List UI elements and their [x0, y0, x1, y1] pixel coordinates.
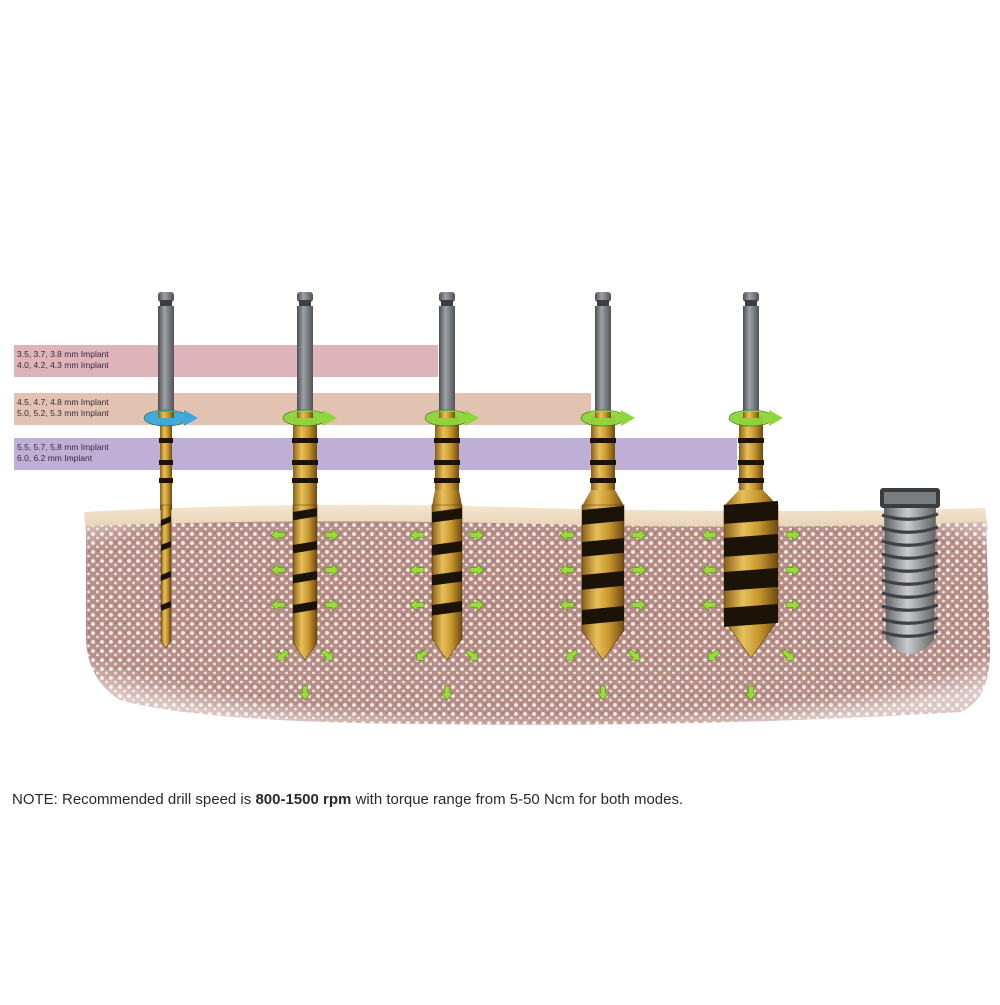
- band-label-line: 5.0, 5.2, 5.3 mm Implant: [17, 408, 109, 418]
- drill-4: [559, 292, 647, 701]
- pressure-arrow: [785, 598, 801, 612]
- green-stopper-icon: [728, 409, 783, 427]
- band-label-line: 4.5, 4.7, 4.8 mm Implant: [17, 397, 109, 407]
- drill-neck: [582, 416, 624, 510]
- green-stopper-icon: [580, 409, 635, 427]
- drill-cutting-body: [581, 504, 625, 661]
- drill-neck: [292, 416, 318, 510]
- pressure-arrow: [781, 648, 795, 661]
- pressure-arrow: [469, 598, 485, 612]
- pressure-arrow: [415, 648, 429, 661]
- pressure-arrow: [701, 598, 717, 612]
- note-suffix: with torque range from 5-50 Ncm for both…: [351, 791, 684, 808]
- pressure-arrow: [270, 563, 286, 577]
- pressure-arrow: [559, 563, 575, 577]
- pressure-arrow: [744, 685, 758, 701]
- pressure-arrow: [701, 563, 717, 577]
- note-prefix: NOTE: Recommended drill speed is: [12, 791, 256, 808]
- pressure-arrow: [440, 685, 454, 701]
- pressure-arrow: [324, 528, 340, 542]
- implant: [880, 488, 940, 654]
- pressure-arrow: [465, 648, 479, 661]
- drill-cutting-body: [431, 504, 463, 661]
- drill-3: [409, 292, 485, 701]
- drill-shaft: [595, 292, 611, 416]
- pressure-arrow: [631, 563, 647, 577]
- implant-icon: [880, 488, 940, 654]
- pressure-arrow: [469, 563, 485, 577]
- pressure-arrow: [409, 598, 425, 612]
- pressure-arrow: [631, 528, 647, 542]
- pressure-arrow: [559, 528, 575, 542]
- drill-5: [701, 292, 801, 701]
- implant-size-bands: [14, 345, 737, 470]
- pressure-arrow: [320, 648, 334, 661]
- green-stopper-icon: [424, 409, 479, 427]
- green-stopper-icon: [282, 409, 337, 427]
- band-label-line: 4.0, 4.2, 4.3 mm Implant: [17, 360, 109, 370]
- band-label-line: 6.0, 6.2 mm Implant: [17, 453, 93, 463]
- pressure-arrow: [469, 528, 485, 542]
- pressure-arrow: [324, 598, 340, 612]
- band-label-line: 5.5, 5.7, 5.8 mm Implant: [17, 442, 109, 452]
- blue-stopper-icon: [143, 409, 198, 427]
- pressure-arrow: [596, 685, 610, 701]
- drill-neck: [159, 416, 173, 510]
- pressure-arrow: [785, 563, 801, 577]
- pressure-arrow: [559, 598, 575, 612]
- pressure-arrow: [276, 648, 290, 661]
- pressure-arrow: [785, 528, 801, 542]
- note-text: NOTE: Recommended drill speed is 800-150…: [12, 791, 683, 808]
- pressure-arrow: [627, 648, 641, 661]
- pressure-arrow: [270, 528, 286, 542]
- implant-size-band-1: [14, 345, 438, 377]
- pressure-arrow: [270, 598, 286, 612]
- pressure-arrow: [409, 563, 425, 577]
- drill-cutting-body: [723, 501, 779, 659]
- pressure-arrow: [298, 685, 312, 701]
- pressure-arrow: [565, 648, 579, 661]
- drill-shaft: [158, 292, 174, 416]
- pressure-arrow: [409, 528, 425, 542]
- drill-1: [143, 292, 198, 649]
- drill-shaft: [743, 292, 759, 416]
- pressure-arrow: [707, 648, 721, 661]
- bone-edge-fade: [86, 521, 990, 725]
- bone-block: [84, 504, 990, 725]
- drill-cutting-body: [160, 504, 172, 649]
- drill-neck: [432, 416, 462, 510]
- drill-2: [270, 292, 340, 701]
- pressure-arrow: [631, 598, 647, 612]
- pressure-arrow: [324, 563, 340, 577]
- note-speed: 800-1500 rpm: [255, 791, 352, 808]
- drill-shaft: [439, 292, 455, 416]
- drills: [143, 292, 801, 701]
- pressure-arrow: [701, 528, 717, 542]
- implant-size-band-3: [14, 438, 737, 470]
- drill-neck: [724, 416, 778, 510]
- band-label-line: 3.5, 3.7, 3.8 mm Implant: [17, 349, 109, 359]
- drill-shaft: [297, 292, 313, 416]
- drill-cutting-body: [292, 504, 318, 661]
